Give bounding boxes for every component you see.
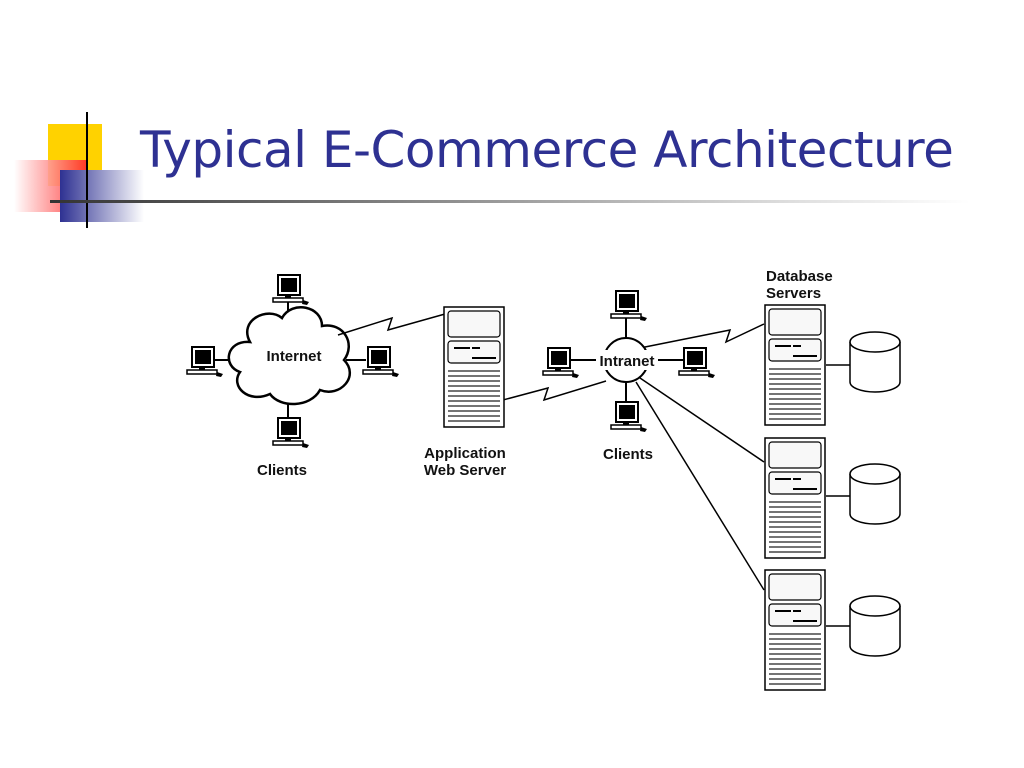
- internet-clients-label: Clients: [257, 462, 307, 479]
- intranet-to-db1-link: [639, 323, 765, 349]
- pc-workstation-icon: [362, 346, 400, 378]
- database-server-2: [764, 437, 901, 559]
- appserver-to-intranet-link: [487, 380, 607, 405]
- tower-server-icon: [764, 304, 826, 426]
- intranet-to-db3-link: [635, 381, 765, 591]
- title-underline: [50, 200, 970, 203]
- pc-workstation-icon: [610, 290, 648, 322]
- internet-cloud: Internet: [212, 302, 366, 420]
- database-disk-icon: [849, 331, 901, 393]
- pc-workstation-icon: [678, 347, 716, 379]
- pc-workstation-icon: [610, 401, 648, 433]
- app-server-label-line2: Web Server: [424, 462, 506, 479]
- tower-server-icon: [764, 569, 826, 691]
- app-server-label-line1: Application: [424, 445, 506, 462]
- intranet-label: Intranet: [599, 353, 654, 370]
- tower-server-icon: [764, 437, 826, 559]
- internet-label: Internet: [266, 348, 321, 365]
- slide-logo: [14, 112, 144, 228]
- pc-workstation-icon: [272, 417, 310, 449]
- database-disk-icon: [849, 463, 901, 525]
- intranet-clients-label: Clients: [603, 446, 653, 463]
- pc-workstation-icon: [272, 274, 310, 306]
- intranet-hub: Intranet: [570, 318, 684, 404]
- database-server-3: [764, 569, 901, 691]
- database-disk-icon: [849, 595, 901, 657]
- pc-workstation-icon: [186, 346, 224, 378]
- db-servers-label-line2: Servers: [766, 285, 821, 302]
- db-servers-label-line1: Database: [766, 268, 833, 285]
- slide-title: Typical E-Commerce Architecture: [140, 121, 954, 179]
- internet-to-appserver-link: [337, 313, 446, 336]
- network-cloud-icon: [227, 306, 351, 406]
- tower-server-icon: [443, 306, 505, 428]
- intranet-to-db2-link: [639, 377, 765, 463]
- logo-blue-square: [60, 170, 144, 222]
- database-server-1: [764, 304, 901, 426]
- pc-workstation-icon: [542, 347, 580, 379]
